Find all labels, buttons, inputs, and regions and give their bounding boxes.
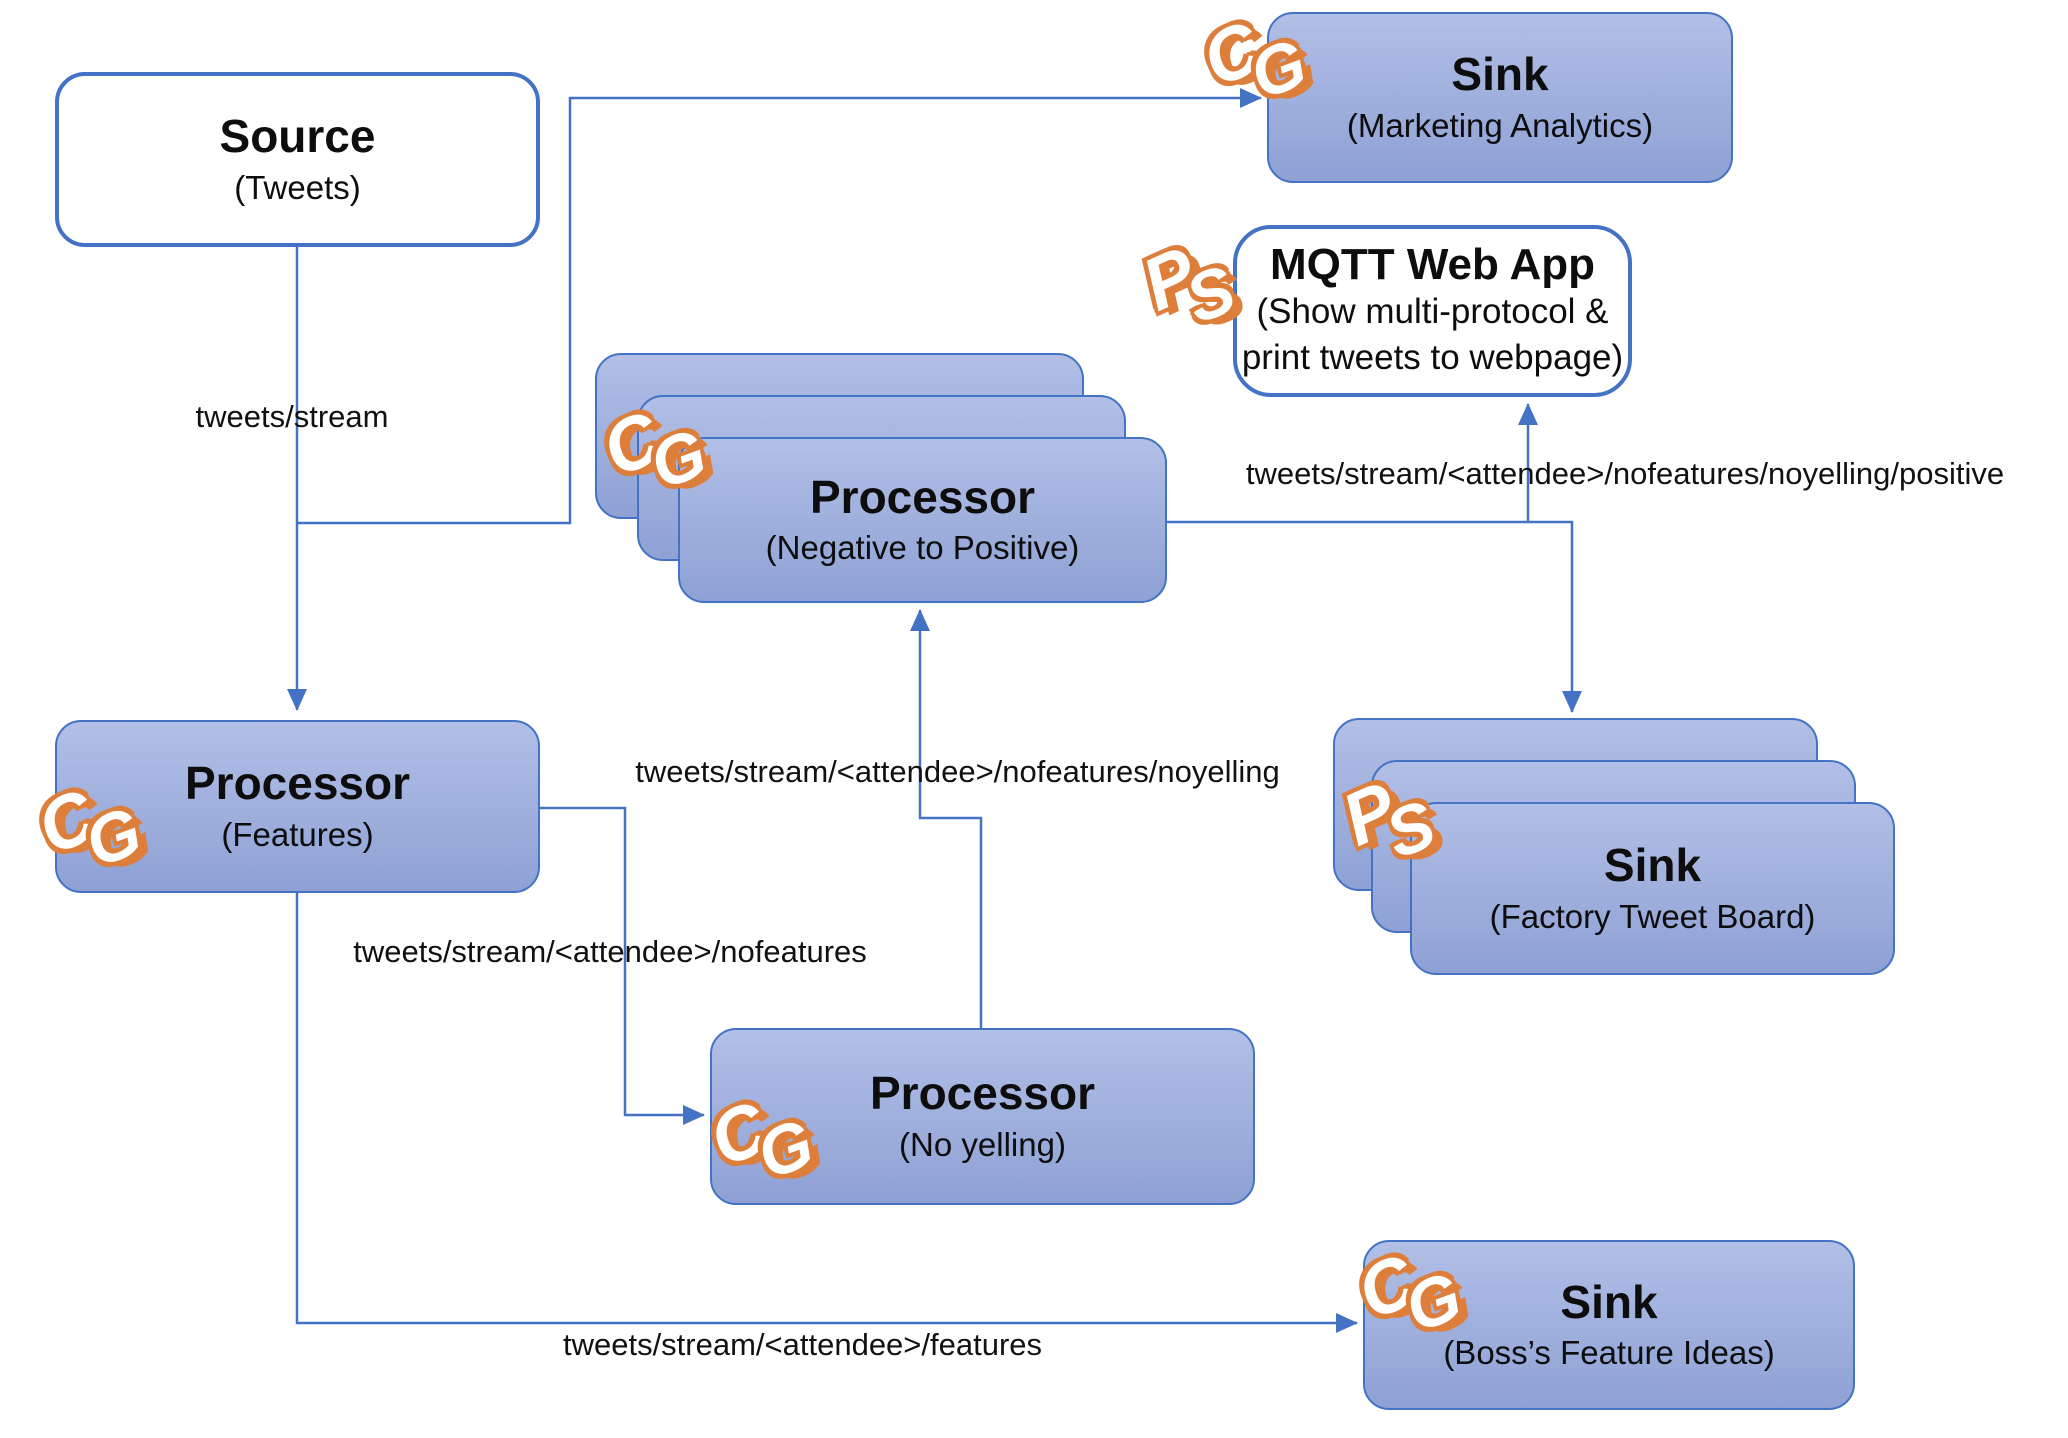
cg-logo: CG [1190,5,1316,114]
node-subtitle: (Negative to Positive) [765,529,1080,567]
edge-features-to-boss-sink [295,893,1358,1333]
node-subtitle: (Boss’s Feature Ideas) [1443,1334,1775,1372]
node-subtitle: (Factory Tweet Board) [1489,897,1816,935]
cg-logo: CG [1345,1238,1471,1347]
node-title: MQTT Web App [1269,240,1596,290]
node-subtitle: (Features) [221,815,374,853]
ps-logo: PS [1330,766,1445,873]
node-sink-boss: Sink (Boss’s Feature Ideas) [1363,1240,1855,1410]
edge-source-to-marketing-sink [297,88,1262,525]
node-subtitle: print tweets to webpage) [1241,338,1624,378]
edge-negative-to-positive-to-factory-sink [1167,520,1582,713]
node-mqtt-web-app: MQTT Web App (Show multi-protocol & prin… [1233,225,1632,397]
edge-noyelling-to-negative-to-positive [910,609,983,1028]
node-subtitle: (No yelling) [899,1125,1066,1163]
node-sink-marketing: Sink (Marketing Analytics) [1267,12,1733,183]
edge-label-positive: tweets/stream/<attendee>/nofeatures/noye… [1245,456,2005,491]
node-subtitle: (Marketing Analytics) [1346,106,1654,144]
node-title: Processor [869,1067,1095,1120]
edge-label-noyelling: tweets/stream/<attendee>/nofeatures/noye… [635,754,1280,789]
node-title: Processor [809,470,1035,523]
node-processor-negative-to-positive: Processor (Negative to Positive) [678,437,1167,603]
node-processor-negative-to-positive-stack: Processor (Negative to Positive) [595,353,1168,604]
cg-logo: CG [25,773,151,882]
node-subtitle: (Show multi-protocol & [1256,292,1609,332]
node-title: Sink [1560,1275,1658,1328]
node-processor-features: Processor (Features) [55,720,540,893]
edge-label-nofeatures: tweets/stream/<attendee>/nofeatures [353,934,867,969]
ps-logo: PS [1130,231,1245,338]
edge-label-tweets-stream: tweets/stream [195,399,389,434]
node-subtitle: (Tweets) [234,168,361,206]
node-source: Source (Tweets) [55,72,540,247]
node-processor-no-yelling: Processor (No yelling) [710,1028,1255,1205]
node-title: Sink [1451,48,1549,101]
edge-features-to-noyelling [540,806,705,1125]
node-title: Source [219,110,376,163]
node-sink-factory-stack: Sink (Factory Tweet Board) [1333,718,1895,975]
edge-label-features: tweets/stream/<attendee>/features [562,1327,1043,1362]
node-sink-factory: Sink (Factory Tweet Board) [1410,802,1895,975]
node-title: Processor [184,757,410,810]
cg-logo: CG [590,395,716,504]
cg-logo: CG [697,1085,823,1194]
node-title: Sink [1603,839,1702,892]
